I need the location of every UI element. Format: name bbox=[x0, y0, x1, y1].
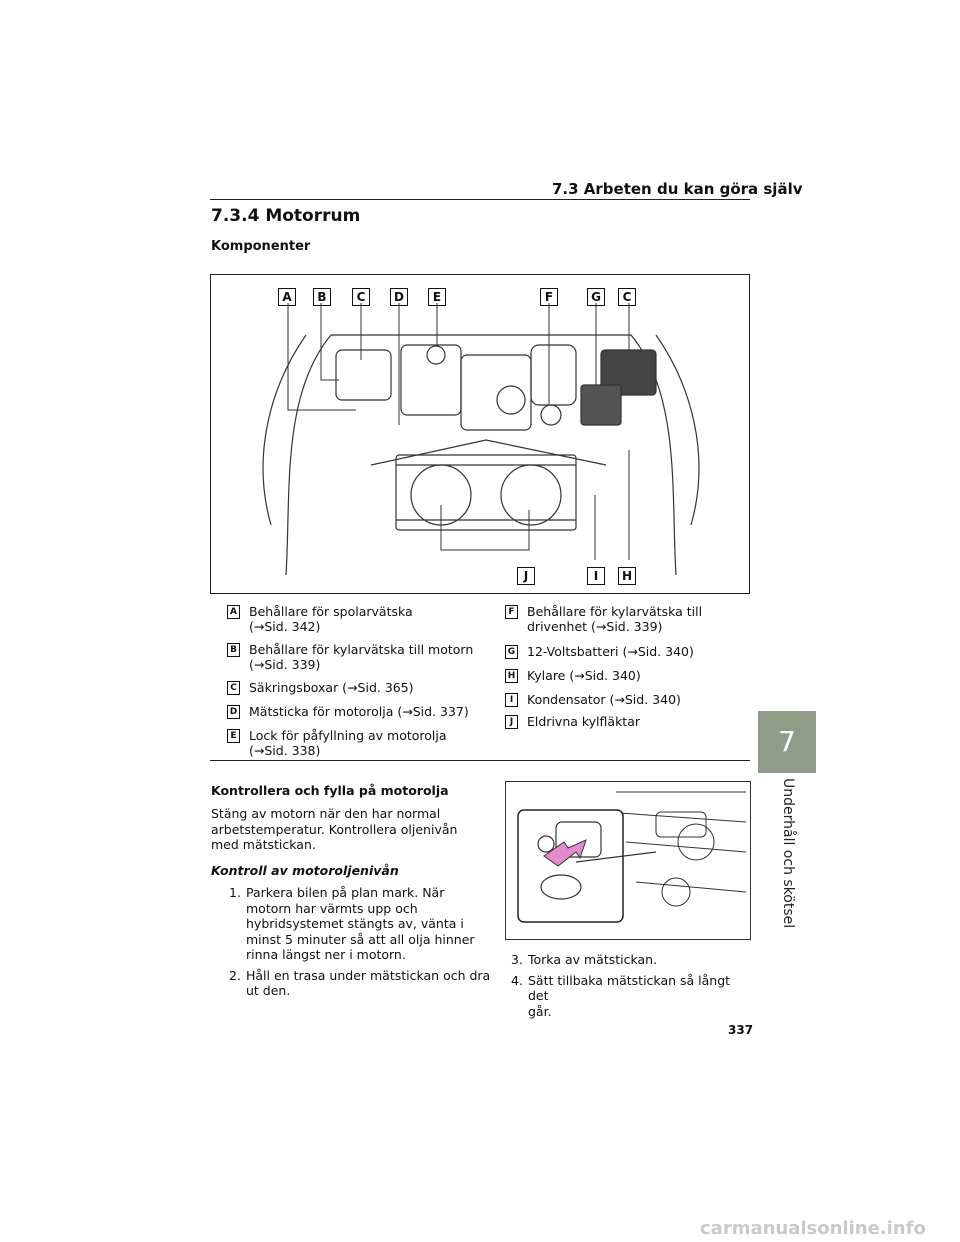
legend-left: A Behållare för spolarvätska(→Sid. 342) … bbox=[227, 604, 487, 758]
step-1: 1. Parkera bilen på plan mark. När motor… bbox=[229, 885, 499, 963]
step-line: Håll en trasa under mätstickan och dra bbox=[246, 967, 491, 983]
step-number: 1. bbox=[229, 885, 241, 900]
intro-line: arbetstemperatur. Kontrollera oljenivån bbox=[211, 821, 458, 837]
legend-item-d: D Mätsticka för motorolja (→Sid. 337) bbox=[227, 704, 469, 719]
oil-intro: Stäng av motorn när den har normal arbet… bbox=[211, 806, 491, 853]
legend-item-c: C Säkringsboxar (→Sid. 365) bbox=[227, 680, 414, 695]
dipstick-photo bbox=[505, 781, 751, 940]
legend-text: Eldrivna kylfläktar bbox=[527, 714, 641, 729]
legend-text: Behållare för kylarvätska till bbox=[527, 604, 703, 619]
step-line: minst 5 minuter så att all olja hinner bbox=[246, 931, 475, 947]
steps-right: 3. Torka av mätstickan. 4. Sätt tillbaka… bbox=[511, 952, 751, 1019]
step-number: 2. bbox=[229, 967, 241, 983]
oil-heading: Kontrollera och fylla på motorolja bbox=[211, 783, 449, 798]
steps-left: 1. Parkera bilen på plan mark. När motor… bbox=[229, 885, 499, 999]
legend-text: Behållare för kylarvätska till motorn bbox=[249, 642, 474, 657]
legend-item-g: G 12-Voltsbatteri (→Sid. 340) bbox=[505, 644, 694, 659]
diagram-label-e: E bbox=[428, 288, 446, 306]
legend-key-b: B bbox=[227, 643, 240, 657]
diagram-label-g: G bbox=[587, 288, 605, 306]
diagram-label-j: J bbox=[517, 567, 535, 585]
step-line: Parkera bilen på plan mark. När bbox=[246, 885, 445, 900]
legend-text: Behållare för spolarvätska bbox=[249, 604, 413, 619]
intro-line: med mätstickan. bbox=[211, 837, 316, 852]
legend-text: Lock för påfyllning av motorolja bbox=[249, 728, 447, 743]
step-line: motorn har värmts upp och bbox=[246, 900, 418, 916]
step-line: Sätt tillbaka mätstickan så långt det bbox=[528, 972, 731, 1004]
diagram-label-c: C bbox=[352, 288, 370, 306]
diagram-label-c2: C bbox=[618, 288, 636, 306]
step-line: går. bbox=[528, 1003, 552, 1019]
legend-text: Mätsticka för motorolja (→Sid. 337) bbox=[249, 704, 469, 719]
diagram-label-i: I bbox=[587, 567, 605, 585]
legend-item-a: A Behållare för spolarvätska(→Sid. 342) bbox=[227, 604, 413, 634]
header-rule bbox=[210, 199, 750, 200]
legend-text: drivenhet (→Sid. 339) bbox=[527, 619, 663, 634]
legend-key-g: G bbox=[505, 645, 518, 659]
oil-subheading: Kontroll av motoroljenivån bbox=[211, 863, 399, 878]
section-title: 7.3.4 Motorrum bbox=[211, 206, 361, 226]
legend-text: (→Sid. 342) bbox=[249, 619, 321, 634]
legend-key-j: J bbox=[505, 715, 518, 729]
section-divider bbox=[210, 760, 750, 761]
legend-item-j: J Eldrivna kylfläktar bbox=[505, 714, 640, 729]
chapter-tab: 7 bbox=[758, 711, 816, 773]
legend-key-f: F bbox=[505, 605, 518, 619]
legend-text: Säkringsboxar (→Sid. 365) bbox=[249, 680, 414, 695]
intro-line: Stäng av motorn när den har normal bbox=[211, 806, 441, 821]
legend-text: Kylare (→Sid. 340) bbox=[527, 668, 641, 683]
step-line: rinna längst ner i motorn. bbox=[246, 947, 406, 962]
page-number: 337 bbox=[728, 1023, 754, 1037]
legend-key-e: E bbox=[227, 729, 240, 743]
diagram-label-d: D bbox=[390, 288, 408, 306]
legend-key-d: D bbox=[227, 705, 240, 719]
step-line: hybridsystemet stängts av, vänta i bbox=[246, 916, 464, 931]
legend-item-i: I Kondensator (→Sid. 340) bbox=[505, 692, 681, 707]
dipstick-illustration bbox=[506, 782, 750, 939]
footer-watermark: carmanualsonline.info bbox=[700, 1218, 926, 1239]
legend-text: (→Sid. 338) bbox=[249, 743, 321, 758]
legend-key-h: H bbox=[505, 669, 518, 683]
diagram-label-h: H bbox=[618, 567, 636, 585]
legend-key-c: C bbox=[227, 681, 240, 695]
subheading-components: Komponenter bbox=[211, 239, 311, 254]
diagram-label-b: B bbox=[313, 288, 331, 306]
header-title: 7.3 Arbeten du kan göra själv bbox=[552, 180, 803, 198]
engine-illustration bbox=[262, 303, 700, 576]
chapter-label: Underhåll och skötsel bbox=[780, 778, 796, 929]
diagram-label-f: F bbox=[540, 288, 558, 306]
legend-text: Kondensator (→Sid. 340) bbox=[527, 692, 681, 707]
step-number: 4. bbox=[511, 972, 523, 988]
legend-key-i: I bbox=[505, 693, 518, 707]
legend-item-h: H Kylare (→Sid. 340) bbox=[505, 668, 641, 683]
legend-text: (→Sid. 339) bbox=[249, 657, 321, 672]
step-line: Torka av mätstickan. bbox=[528, 952, 658, 967]
step-number: 3. bbox=[511, 952, 523, 967]
step-line: ut den. bbox=[246, 983, 291, 998]
step-3: 3. Torka av mätstickan. bbox=[511, 952, 751, 968]
legend-item-e: E Lock för påfyllning av motorolja(→Sid.… bbox=[227, 728, 447, 758]
legend-item-b: B Behållare för kylarvätska till motorn(… bbox=[227, 642, 473, 672]
diagram-label-a: A bbox=[278, 288, 296, 306]
legend-key-a: A bbox=[227, 605, 240, 619]
step-4: 4. Sätt tillbaka mätstickan så långt det… bbox=[511, 973, 751, 1020]
legend-text: 12-Voltsbatteri (→Sid. 340) bbox=[527, 644, 694, 659]
step-2: 2. Håll en trasa under mätstickan och dr… bbox=[229, 968, 499, 999]
engine-compartment-diagram bbox=[210, 274, 750, 594]
